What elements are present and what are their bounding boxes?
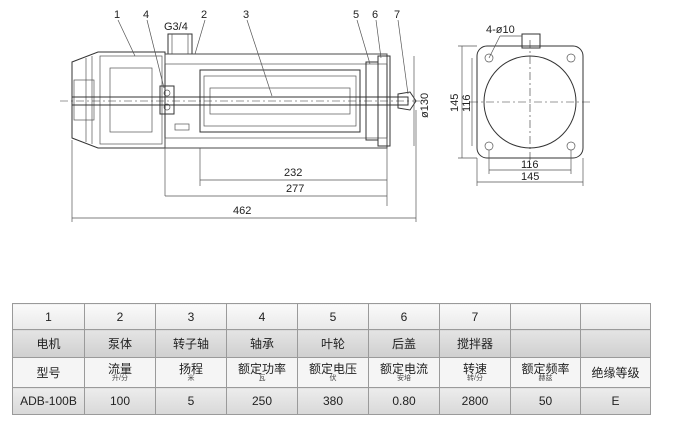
- label-part-6: 6: [372, 9, 378, 21]
- dim-dia130: ø130: [419, 93, 431, 118]
- param-header-cell: 转速转/分: [439, 357, 511, 388]
- param-name: 额定频率: [521, 361, 570, 376]
- param-header-cell: 额定频率赫兹: [510, 357, 581, 388]
- part-number-cell: 3: [155, 303, 227, 330]
- part-labels: 1 4 G3/4 2 3 5 6 7: [114, 9, 400, 33]
- param-unit: 米: [187, 374, 195, 382]
- param-header-cell: 扬程米: [155, 357, 227, 388]
- dim-462: 462: [233, 205, 251, 217]
- label-part-1: 1: [114, 9, 120, 21]
- param-unit: 转/分: [467, 374, 483, 382]
- part-number-cell: [510, 303, 581, 330]
- dim-277: 277: [286, 183, 304, 195]
- param-name: 额定电流: [379, 361, 428, 376]
- param-value-cell: 250: [226, 387, 298, 415]
- param-name: 额定功率: [237, 361, 286, 376]
- length-dimensions: 232 277 462: [71, 110, 417, 222]
- label-part-2: 2: [201, 9, 207, 21]
- param-header-cell: 额定功率瓦: [226, 357, 298, 388]
- param-value-cell: 0.80: [368, 387, 440, 415]
- param-header-cell: 额定电压伏: [297, 357, 369, 388]
- part-name-cell: 搅拌器: [439, 329, 511, 358]
- part-name-cell: [580, 329, 651, 358]
- part-leaders: [117, 19, 409, 97]
- motor-winding: [99, 55, 163, 145]
- rear-cover: [377, 55, 391, 147]
- diameter-dimension: ø130: [413, 56, 431, 146]
- param-value-cell: 2800: [439, 387, 511, 415]
- inlet-g34: [167, 33, 193, 55]
- part-name-cell: [510, 329, 581, 358]
- spec-table: 1 2 3 4 5 6 7 电机 泵体 转子轴 轴承 叶轮 后盖 搅拌器 型号 …: [12, 303, 651, 415]
- part-name-cell: 转子轴: [155, 329, 227, 358]
- dim-h116: 116: [461, 94, 473, 112]
- pump-drawing: 1 4 G3/4 2 3 5 6 7 232 277 462 ø130: [60, 9, 592, 222]
- end-view: 4-ø10 145 116 116 145: [449, 24, 592, 186]
- param-name: 额定电压: [308, 361, 357, 376]
- param-unit: 瓦: [258, 374, 266, 382]
- dim-holes: 4-ø10: [486, 24, 515, 36]
- part-number-cell: 2: [84, 303, 156, 330]
- dim-w145: 145: [521, 171, 539, 183]
- param-unit: 伏: [329, 374, 337, 382]
- param-name: 流量: [107, 361, 132, 376]
- param-unit: 升/分: [112, 374, 128, 382]
- label-g34: G3/4: [164, 21, 188, 33]
- part-number-row: 1 2 3 4 5 6 7: [12, 303, 651, 330]
- param-value-cell: 100: [84, 387, 156, 415]
- param-value-cell: ADB-100B: [12, 387, 85, 415]
- param-name: 转速: [462, 361, 487, 376]
- dim-h145: 145: [449, 94, 461, 112]
- param-header-cell: 型号: [12, 357, 85, 388]
- param-header-cell: 流量升/分: [84, 357, 156, 388]
- bolt-hole: [484, 141, 494, 151]
- param-name: 型号: [36, 365, 61, 380]
- param-value-row: ADB-100B 100 5 250 380 0.80 2800 50 E: [12, 387, 651, 415]
- label-part-3: 3: [243, 9, 249, 21]
- part-name-row: 电机 泵体 转子轴 轴承 叶轮 后盖 搅拌器: [12, 329, 651, 358]
- part-name-cell: 叶轮: [297, 329, 369, 358]
- part-name-cell: 后盖: [368, 329, 440, 358]
- param-header-cell: 额定电流安培: [368, 357, 440, 388]
- bearing-4: [159, 85, 175, 115]
- dim-232: 232: [284, 167, 302, 179]
- param-header-cell: 绝缘等级: [580, 357, 651, 388]
- dim-w116: 116: [521, 159, 539, 171]
- param-header-row: 型号 流量升/分 扬程米 额定功率瓦 额定电压伏 额定电流安培 转速转/分 额定…: [12, 357, 651, 388]
- bolt-hole: [566, 53, 576, 63]
- param-value-cell: 50: [510, 387, 581, 415]
- part-number-cell: [580, 303, 651, 330]
- part-name-cell: 轴承: [226, 329, 298, 358]
- param-value-cell: 5: [155, 387, 227, 415]
- param-name: 扬程: [178, 361, 203, 376]
- part-name-cell: 电机: [12, 329, 85, 358]
- side-section-view: [60, 33, 420, 149]
- part-number-cell: 6: [368, 303, 440, 330]
- label-part-5: 5: [353, 9, 359, 21]
- param-unit: 安培: [397, 374, 411, 382]
- param-value-cell: 380: [297, 387, 369, 415]
- param-name: 绝缘等级: [591, 365, 640, 380]
- part-number-cell: 5: [297, 303, 369, 330]
- param-value-cell: E: [580, 387, 651, 415]
- bolt-hole: [484, 53, 494, 63]
- bolt-hole: [566, 141, 576, 151]
- label-part-7: 7: [394, 9, 400, 21]
- part-name-cell: 泵体: [84, 329, 156, 358]
- part-number-cell: 1: [12, 303, 85, 330]
- part-number-cell: 4: [226, 303, 298, 330]
- param-unit: 赫兹: [538, 374, 553, 382]
- part-number-cell: 7: [439, 303, 511, 330]
- label-part-4: 4: [143, 9, 149, 21]
